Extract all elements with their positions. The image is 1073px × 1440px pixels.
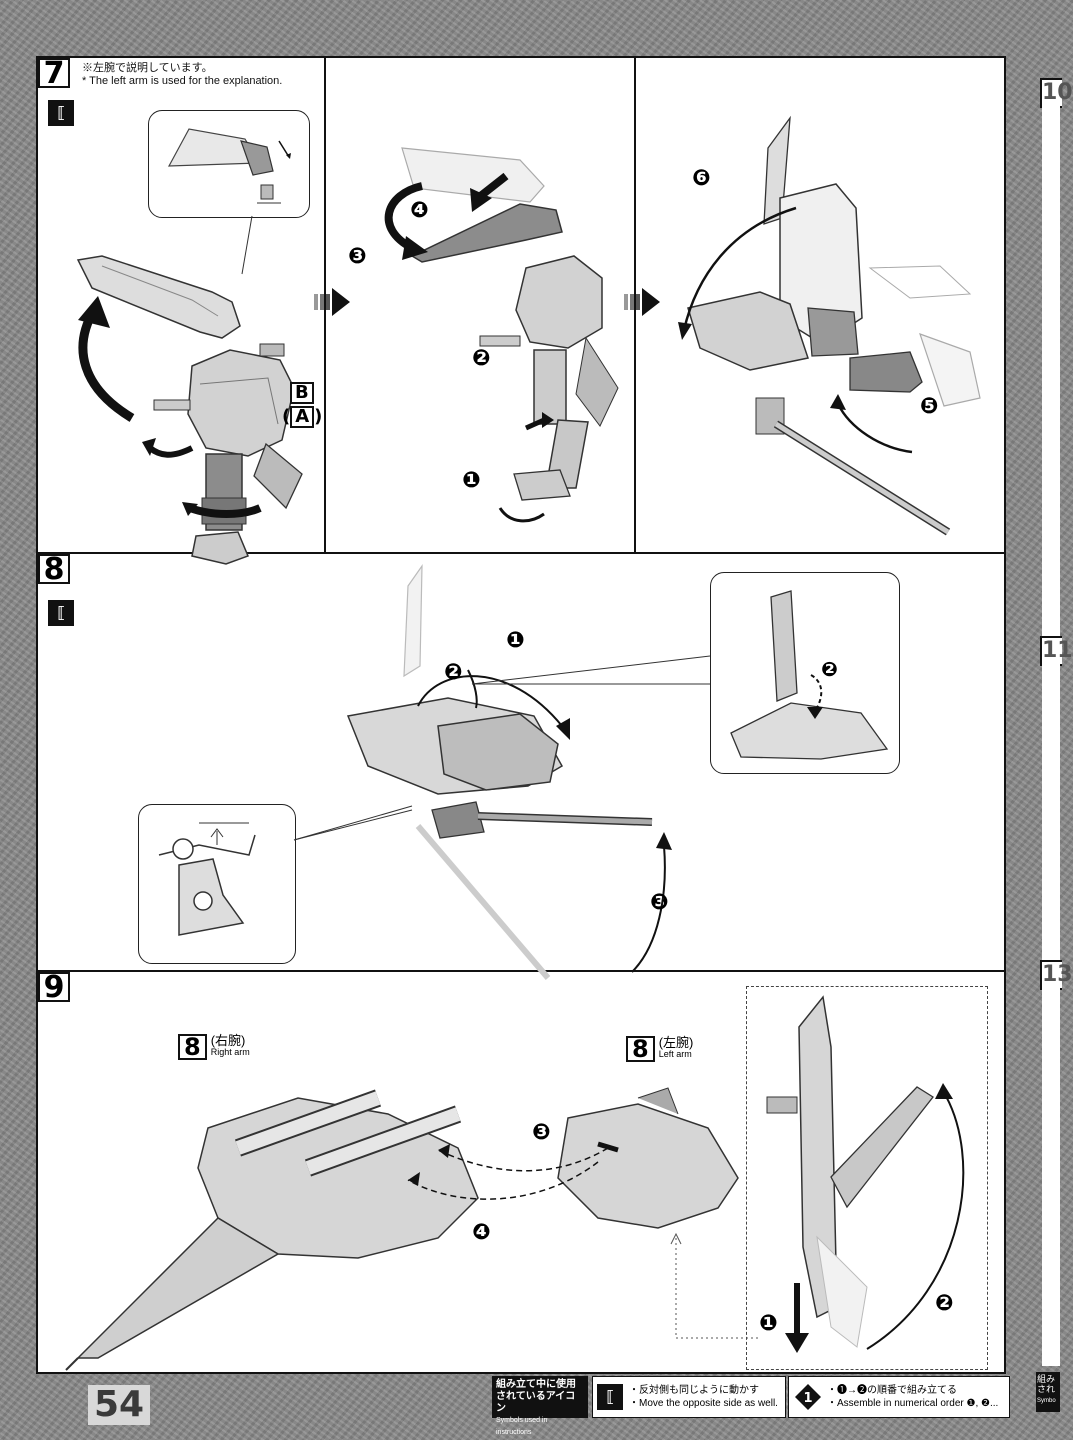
step-number-7: 7	[38, 58, 70, 89]
callout-4: ❹	[472, 1220, 491, 1245]
callout-2: ❷	[444, 660, 463, 685]
legend-title-en: Symbols used in instructions	[496, 1417, 548, 1436]
step9-assembly-drawing	[65, 1087, 758, 1371]
legend-mirror-en: ・Move the opposite side as well.	[629, 1398, 778, 1409]
right-arm-label: 8 (右腕)Right arm	[178, 1034, 250, 1060]
edge-text: Symbo	[1037, 1398, 1056, 1404]
callout-leader-line	[471, 655, 711, 685]
step9-detail-inset: ❶ ❷	[746, 986, 988, 1370]
detail-inset-drawing	[766, 995, 965, 1353]
callout-leader-line	[293, 805, 413, 841]
mirror-symmetry-icon: ⟦	[48, 600, 74, 626]
legend-order-en: ・Assemble in numerical order ❶, ❷...	[827, 1398, 999, 1409]
panel-divider	[324, 58, 326, 552]
right-arm-label-ja: (右腕)	[210, 1033, 246, 1048]
legend-title: 組み立て中に使用 されているアイコン Symbols used in instr…	[492, 1376, 588, 1436]
callout-1: ❶	[506, 628, 525, 653]
right-arm-ref: 8	[178, 1034, 207, 1060]
edge-tab-label: 13	[1042, 962, 1073, 987]
step-number-8: 8	[38, 554, 70, 585]
step8-arm-drawing	[346, 564, 672, 980]
step7-arm-drawing-3	[678, 115, 981, 536]
callout-5: ❺	[920, 394, 939, 419]
legend-title-ja-2: されているアイコン	[496, 1391, 576, 1414]
part-label-b: B	[290, 382, 314, 404]
legend-order-ja: ・❶→❷の順番で組み立てる	[827, 1385, 957, 1396]
edge-legend-fragment: 組み され Symbo	[1036, 1372, 1060, 1412]
callout-3: ❸	[532, 1120, 551, 1145]
detail-inset-drawing	[730, 590, 889, 760]
legend-mirror-entry: ⟦ ・反対側も同じように動かす ・Move the opposite side …	[592, 1376, 786, 1418]
section-divider	[38, 970, 1004, 972]
step7-note: ※左腕で説明しています。 * The left arm is used for …	[82, 62, 282, 88]
next-step-arrow	[314, 288, 350, 316]
callout-1: ❶	[462, 468, 481, 493]
edge-white-strip	[1042, 662, 1060, 960]
edge-text: され	[1037, 1384, 1056, 1394]
section-divider	[38, 552, 1004, 554]
step7-detail-inset	[148, 110, 310, 218]
edge-white-strip	[1042, 104, 1060, 636]
mirror-symmetry-icon: ⟦	[48, 100, 74, 126]
step7-arm-drawing-1	[76, 255, 303, 565]
left-arm-label: 8 (左腕)Left arm	[626, 1036, 693, 1062]
step7-note-en: * The left arm is used for the explanati…	[82, 75, 283, 87]
step7-note-ja: ※左腕で説明しています。	[82, 62, 213, 74]
part-letter-b: B	[290, 382, 314, 404]
edge-tab-label: 11	[1042, 638, 1073, 663]
edge-tab-label: 10	[1042, 80, 1073, 105]
numerical-order-icon: 1	[795, 1384, 821, 1410]
svg-text:1: 1	[803, 1391, 812, 1406]
left-arm-ref: 8	[626, 1036, 655, 1062]
right-arm-label-en: Right arm	[210, 1047, 250, 1057]
left-arm-label-ja: (左腕)	[658, 1035, 694, 1050]
instruction-sheet: 7 ※左腕で説明しています。 * The left arm is used fo…	[36, 56, 1006, 1374]
page-number: 54	[88, 1385, 151, 1425]
callout-3: ❸	[650, 890, 669, 915]
edge-text: 組み	[1037, 1374, 1056, 1384]
legend-mirror-ja: ・反対側も同じように動かす	[629, 1385, 759, 1396]
callout-2: ❷	[472, 346, 491, 371]
legend-title-ja-1: 組み立て中に使用	[496, 1379, 576, 1390]
mirror-symmetry-icon: ⟦	[597, 1384, 623, 1410]
callout-leader-line	[241, 215, 253, 275]
step8-detail-inset-left	[138, 804, 296, 964]
step-number-9: 9	[38, 972, 70, 1003]
callout-2: ❷	[935, 1291, 954, 1316]
callout-4: ❹	[410, 198, 429, 223]
step7-arm-drawing-2	[384, 147, 619, 523]
detail-inset-drawing	[167, 128, 291, 204]
callout-1: ❶	[759, 1311, 778, 1336]
callout-2: ❷	[821, 657, 838, 681]
part-letter-a: A	[290, 406, 315, 428]
next-page-step-tab-11: 11	[1040, 636, 1073, 666]
step8-detail-inset-right: ❷	[710, 572, 900, 774]
legend-order-entry: 1 ・❶→❷の順番で組み立てる ・Assemble in numerical o…	[788, 1376, 1010, 1418]
part-label-a: (A)	[282, 406, 323, 428]
callout-6: ❻	[692, 166, 711, 191]
detail-inset-drawing	[158, 822, 256, 936]
next-step-arrow	[624, 288, 660, 316]
left-arm-label-en: Left arm	[658, 1049, 692, 1059]
callout-3: ❸	[348, 244, 367, 269]
panel-divider	[634, 58, 636, 552]
edge-white-strip	[1042, 986, 1060, 1366]
